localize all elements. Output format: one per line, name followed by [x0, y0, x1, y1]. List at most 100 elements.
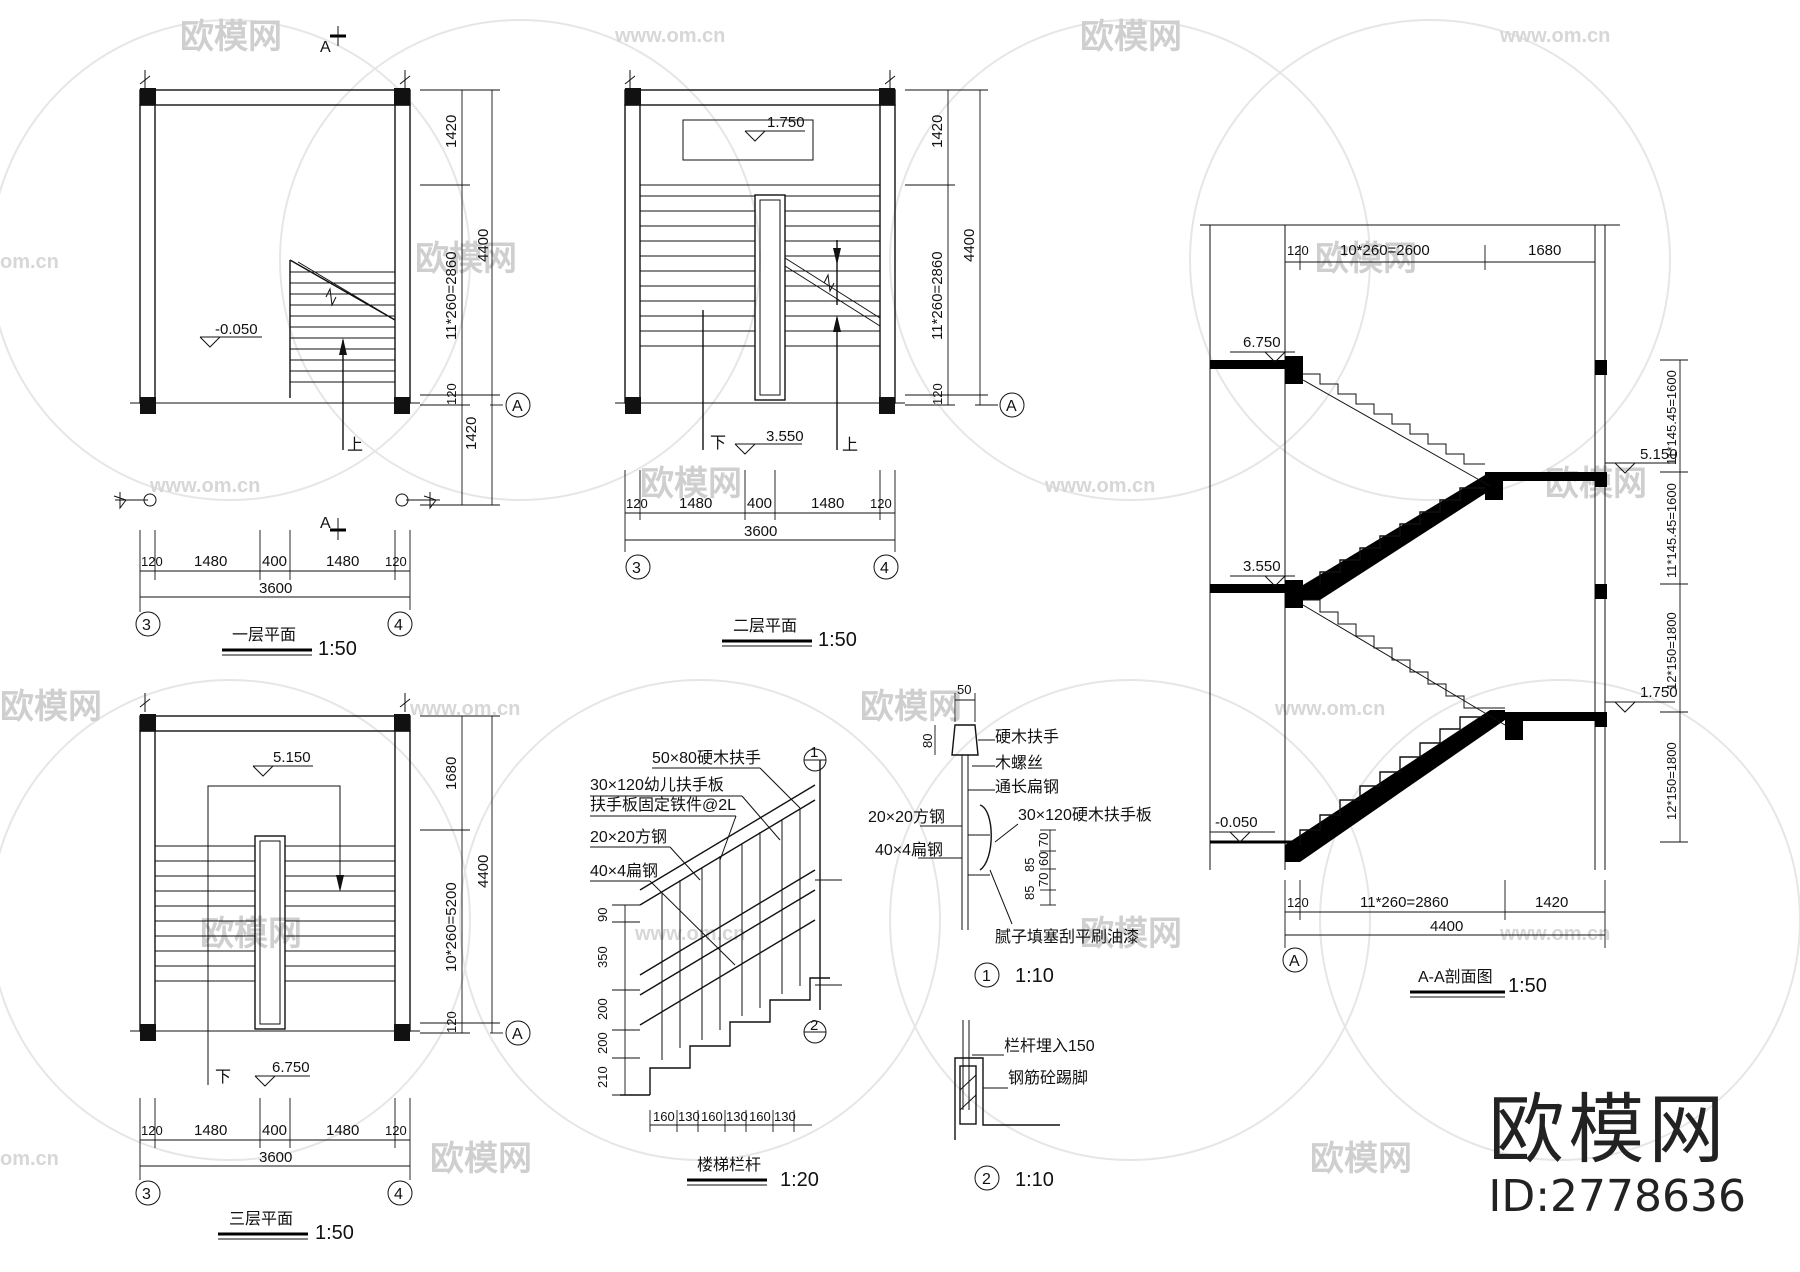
svg-text:一层平面: 一层平面: [232, 627, 296, 644]
svg-text:400: 400: [747, 495, 772, 512]
f1-dims-right: 1420 11*260=2860 120 1420 4400: [420, 89, 500, 506]
detail1-title: 1 1:10: [974, 962, 1054, 988]
f2-elevation-top: 1.750: [682, 114, 814, 161]
section-title: A-A剖面图 1:50: [1410, 968, 1547, 998]
svg-text:10*260=5200: 10*260=5200: [443, 882, 460, 972]
railing-dims-left: 90 350 200 200 210: [595, 904, 640, 1096]
svg-text:1420: 1420: [1535, 894, 1568, 911]
f3-dims-right: 1680 10*260=5200 120 4400: [420, 715, 500, 1034]
watermark-texts: 欧模网 欧模网 欧模网 欧模网 欧模网 欧模网 欧模网 欧模网 欧模网 欧模网 …: [0, 18, 1647, 1178]
brand-id: ID:2778636: [1488, 1171, 1746, 1222]
svg-text:1.750: 1.750: [1640, 684, 1678, 701]
svg-text:6.750: 6.750: [1243, 334, 1281, 351]
landing-5150: [1485, 472, 1595, 481]
svg-text:120: 120: [1287, 895, 1309, 910]
cut-flight-1: [1285, 710, 1505, 862]
svg-text:3: 3: [632, 560, 641, 577]
svg-text:120: 120: [626, 496, 648, 511]
svg-text:1: 1: [982, 968, 991, 985]
f2-axis-3: 3: [625, 554, 651, 580]
cut-flight-2: [1303, 472, 1503, 600]
svg-text:1:50: 1:50: [318, 638, 357, 660]
svg-text:20×20方钢: 20×20方钢: [868, 808, 945, 826]
wm-logo-1: 欧模网: [180, 18, 282, 56]
svg-text:40×4扁钢: 40×4扁钢: [590, 862, 658, 880]
beam: [1285, 356, 1303, 384]
svg-text:1:50: 1:50: [1508, 975, 1547, 997]
svg-text:90: 90: [595, 908, 610, 922]
svg-text:3.550: 3.550: [1243, 558, 1281, 575]
railing-balusters: [661, 808, 801, 1060]
f2-treads: [640, 195, 881, 347]
f3-dims-bottom: 120 1480 400 1480 120 3600: [139, 1098, 411, 1180]
svg-text:1480: 1480: [194, 1122, 227, 1139]
svg-text:3600: 3600: [744, 523, 777, 540]
floor1-plan: 上 -0.050 A A: [113, 26, 531, 660]
f1-column: [140, 88, 156, 105]
svg-text:120: 120: [444, 1011, 459, 1033]
wm-logo-8: 欧模网: [860, 688, 962, 726]
svg-text:4400: 4400: [475, 229, 492, 262]
f3-axis-3: 3: [135, 1180, 161, 1206]
f3-left-wall: [139, 730, 156, 1032]
f2-title: 二层平面 1:50: [722, 618, 857, 651]
f3-column: [140, 714, 156, 731]
svg-text:160: 160: [701, 1109, 723, 1124]
svg-text:3: 3: [142, 617, 151, 634]
svg-text:120: 120: [385, 1123, 407, 1138]
f1-title: 一层平面 1:50: [222, 627, 357, 660]
svg-text:1480: 1480: [811, 495, 844, 512]
svg-text:A: A: [512, 1026, 523, 1043]
svg-text:A: A: [320, 39, 331, 56]
svg-text:2: 2: [810, 1017, 818, 1034]
wm-url-10: om.cn: [0, 1148, 59, 1170]
svg-text:4: 4: [880, 560, 889, 577]
f3-elevation-bottom: 6.750: [254, 1059, 310, 1087]
svg-text:11*260=2860: 11*260=2860: [929, 251, 946, 340]
wm-logo-5: 欧模网: [640, 465, 742, 503]
svg-text:1480: 1480: [326, 553, 359, 570]
svg-text:120: 120: [870, 496, 892, 511]
svg-text:4: 4: [394, 617, 403, 634]
f2-top-wall: [624, 89, 896, 106]
svg-text:400: 400: [262, 1122, 287, 1139]
wm-logo-12: 欧模网: [1310, 1140, 1412, 1178]
slab-3550: [1210, 584, 1295, 593]
svg-text:6.750: 6.750: [272, 1059, 310, 1076]
svg-text:120: 120: [930, 383, 945, 405]
svg-text:三层平面: 三层平面: [229, 1211, 293, 1228]
svg-text:1:10: 1:10: [1015, 965, 1054, 987]
svg-text:50: 50: [957, 682, 971, 697]
f1-elevation-mark: -0.050: [199, 321, 262, 348]
svg-text:通长扁钢: 通长扁钢: [995, 778, 1059, 796]
svg-text:5.150: 5.150: [273, 749, 311, 766]
svg-text:1420: 1420: [463, 417, 480, 450]
svg-text:1420: 1420: [443, 115, 460, 148]
svg-text:1420: 1420: [929, 115, 946, 148]
f1-up-label: 上: [347, 436, 363, 454]
svg-text:二层平面: 二层平面: [733, 618, 797, 635]
f2-column: [625, 397, 641, 414]
f3-treads: [155, 845, 395, 982]
svg-text:A-A剖面图: A-A剖面图: [1418, 968, 1493, 986]
wm-url-1: www.om.cn: [614, 25, 725, 47]
svg-text:楼梯栏杆: 楼梯栏杆: [697, 1156, 761, 1174]
svg-text:-0.050: -0.050: [1215, 814, 1258, 831]
wm-url-4: www.om.cn: [1044, 475, 1155, 497]
f1-section-cut-top: A: [320, 26, 346, 56]
svg-text:1480: 1480: [194, 553, 227, 570]
f3-column: [394, 1024, 410, 1041]
railing-labels: 50×80硬木扶手 30×120幼儿扶手板 扶手板固定铁件@2L 20×20方钢…: [590, 749, 801, 966]
railing-dims-bottom: 160 130 160 130 160 130: [649, 1109, 812, 1132]
f1-top-wall: [139, 89, 411, 106]
section-axis-a: A: [1282, 947, 1308, 973]
svg-text:350: 350: [595, 946, 610, 968]
svg-text:160: 160: [749, 1109, 771, 1124]
f1-axis-a: A: [490, 392, 531, 418]
svg-text:3: 3: [142, 1186, 151, 1203]
f2-column: [625, 88, 641, 105]
svg-text:11*260=2860: 11*260=2860: [1360, 894, 1449, 911]
svg-text:160: 160: [653, 1109, 675, 1124]
f3-title: 三层平面 1:50: [218, 1211, 354, 1244]
wm-logo-2: 欧模网: [1080, 18, 1182, 56]
